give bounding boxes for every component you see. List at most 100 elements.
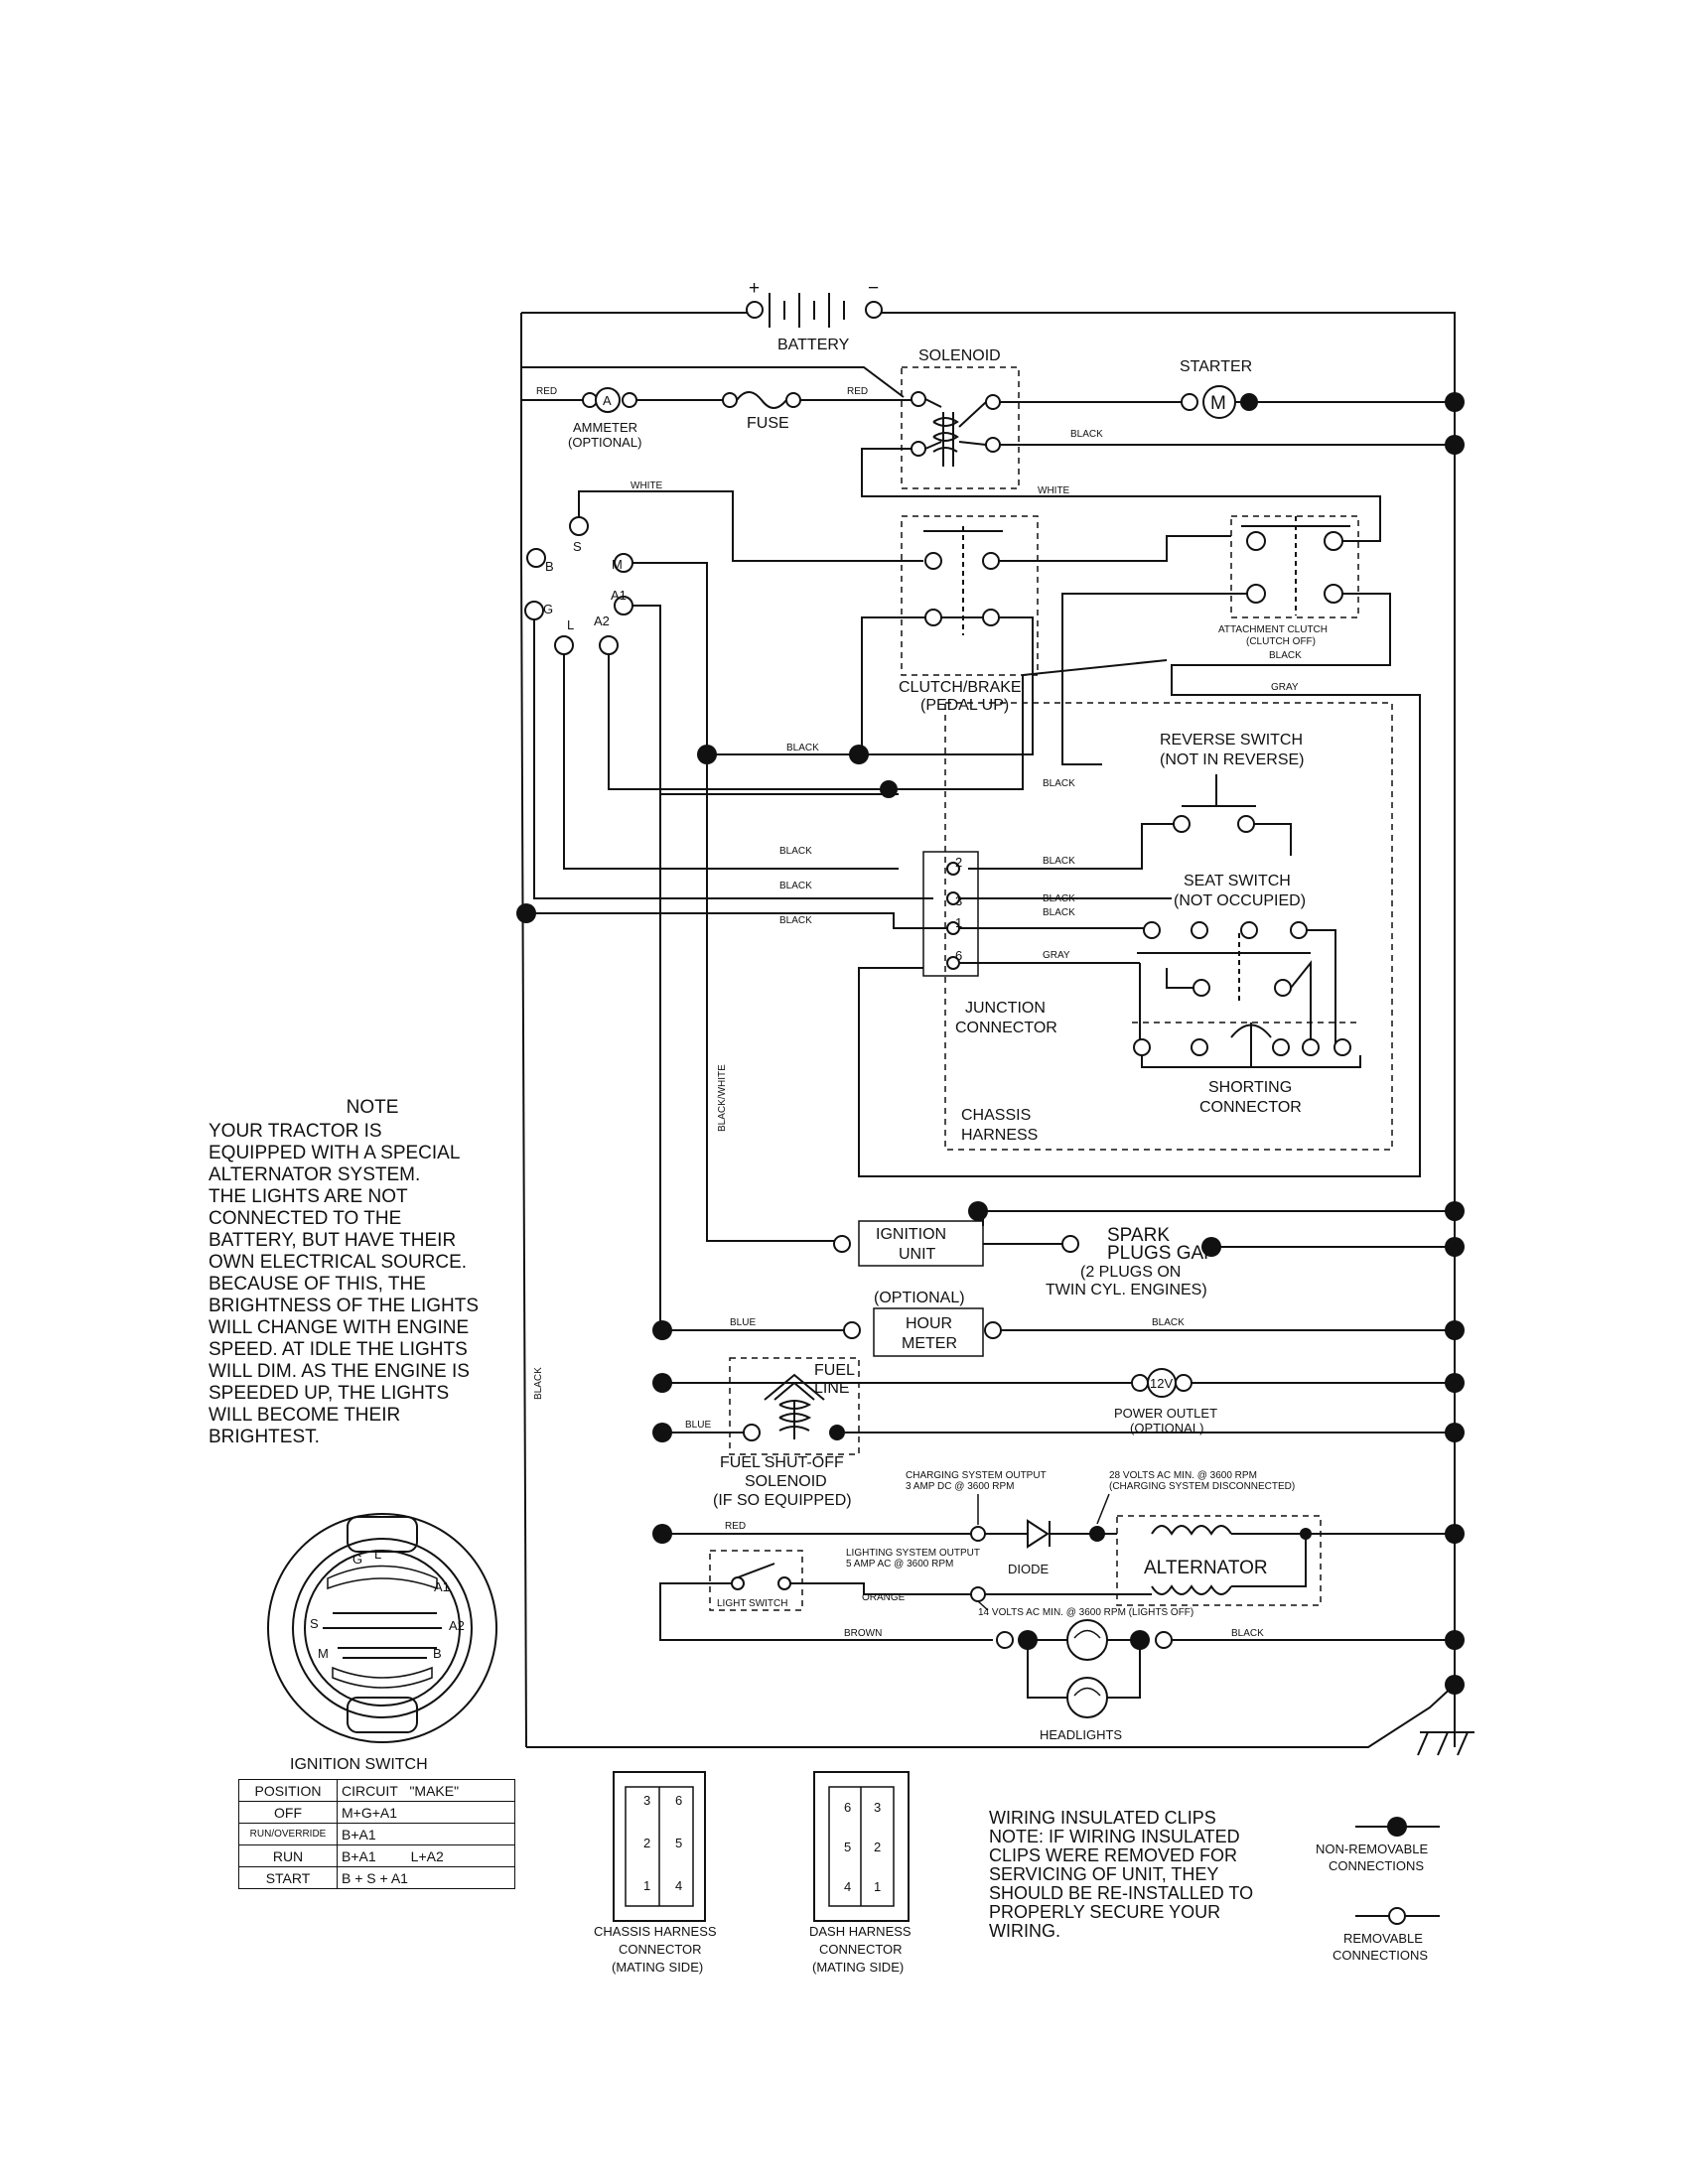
alternator-note: NOTE YOUR TRACTOR IS EQUIPPED WITH A SPE… xyxy=(209,1097,526,1448)
note-line: BECAUSE OF THIS, THE xyxy=(209,1274,426,1295)
starter: M STARTER BLACK xyxy=(1000,358,1465,455)
hour-meter: (OPTIONAL) HOUR METER BLUE BLACK xyxy=(652,1290,1465,1357)
dash-connector-label-2: CONNECTOR xyxy=(819,1942,903,1957)
note-line: SPEEDED UP, THE LIGHTS xyxy=(209,1383,450,1404)
ign-drawing-a1: A1 xyxy=(434,1579,450,1594)
light-switch: LIGHT SWITCH ORANGE BROWN xyxy=(659,1550,993,1641)
header-circuit-text: CIRCUIT xyxy=(342,1782,398,1799)
wire-black-j3: BLACK xyxy=(1043,893,1075,904)
clips-line: WIRING. xyxy=(989,1921,1060,1941)
chassis-pin-2: 2 xyxy=(643,1836,650,1850)
row-circuit: B + S + A1 xyxy=(337,1866,515,1889)
chassis-connector-label-1: CHASSIS HARNESS xyxy=(594,1924,717,1939)
ign-drawing-a2: A2 xyxy=(449,1618,465,1633)
note-line: THE LIGHTS ARE NOT xyxy=(209,1186,408,1207)
dash-connector-label-3: (MATING SIDE) xyxy=(812,1960,904,1975)
terminal-g: G xyxy=(543,602,553,616)
table-row: OFF M+G+A1 xyxy=(238,1801,515,1824)
volts-14: 14 VOLTS AC MIN. @ 3600 RPM (LIGHTS OFF) xyxy=(978,1607,1193,1618)
headlights-label: HEADLIGHTS xyxy=(1040,1727,1122,1742)
spark-plugs-label-4: TWIN CYL. ENGINES) xyxy=(1046,1282,1207,1298)
wire-black-reverse: BLACK xyxy=(1043,778,1075,789)
row-circuit-text: B+A1 xyxy=(342,1847,376,1864)
wire-black-a: BLACK xyxy=(779,846,812,857)
connection-legend: NON-REMOVABLE CONNECTIONS REMOVABLE CONN… xyxy=(1316,1817,1440,1963)
wire-red-charging: RED xyxy=(725,1521,746,1532)
wire-white-top: WHITE xyxy=(1038,485,1070,496)
ammeter-fuse-line: A RED RED AMMETER (OPTIONAL) FUSE WHITE xyxy=(521,386,1381,516)
clutch-brake-sub: (PEDAL UP) xyxy=(920,697,1009,714)
wire-blue-hour: BLUE xyxy=(730,1317,756,1328)
row-position: RUN xyxy=(238,1844,338,1867)
note-line: WILL CHANGE WITH ENGINE xyxy=(209,1317,470,1338)
wire-brown: BROWN xyxy=(844,1628,882,1639)
junction-pin-1: 1 xyxy=(955,915,962,930)
wire-black-j1: BLACK xyxy=(1043,907,1075,918)
clips-line: SHOULD BE RE-INSTALLED TO xyxy=(989,1883,1254,1903)
shorting-label-2: CONNECTOR xyxy=(1199,1099,1302,1116)
header-position: POSITION xyxy=(238,1779,338,1802)
wire-gray-attachment: GRAY xyxy=(1271,682,1299,693)
junction-label-2: CONNECTOR xyxy=(955,1020,1057,1036)
wire-black-c: BLACK xyxy=(779,915,812,926)
seat-switch-sub: (NOT OCCUPIED) xyxy=(1174,892,1306,909)
wire-black-hour: BLACK xyxy=(1152,1317,1185,1328)
chassis-pin-6: 6 xyxy=(675,1793,682,1808)
header-make-text: "MAKE" xyxy=(409,1782,460,1799)
volts-28-2: (CHARGING SYSTEM DISCONNECTED) xyxy=(1109,1481,1295,1492)
fuel-line-label-2: LINE xyxy=(814,1380,850,1397)
battery: + − BATTERY xyxy=(520,278,1456,1747)
legend-nonremovable-2: CONNECTIONS xyxy=(1329,1858,1424,1873)
ignition-circuit-table: POSITION CIRCUIT "MAKE" OFF M+G+A1 RUN/O… xyxy=(238,1779,515,1889)
clips-line: NOTE: IF WIRING INSULATED xyxy=(989,1827,1240,1846)
wire-blue-fuel: BLUE xyxy=(685,1420,711,1431)
black-wire-crossings: BLACK BLACK BLACK BLACK/WHITE BLACK xyxy=(516,754,947,1400)
wiring-clips-note: WIRING INSULATED CLIPS NOTE: IF WIRING I… xyxy=(989,1809,1307,1941)
chassis-connector-diagram: 3 6 2 5 1 4 CHASSIS HARNESS CONNECTOR (M… xyxy=(594,1771,717,1975)
row-circuit: B+A1 xyxy=(337,1823,515,1845)
ignition-switch-drawing: G L A1 A2 S M B IGNITION SWITCH xyxy=(267,1513,497,1773)
ign-drawing-l: L xyxy=(374,1547,381,1562)
chassis-connector-label-3: (MATING SIDE) xyxy=(612,1960,703,1975)
clips-line: PROPERLY SECURE YOUR xyxy=(989,1902,1221,1922)
hour-meter-label-2: METER xyxy=(902,1335,957,1352)
chassis-connector-label-2: CONNECTOR xyxy=(619,1942,702,1957)
starter-label: STARTER xyxy=(1180,358,1252,375)
shorting-label-1: SHORTING xyxy=(1208,1079,1292,1096)
clutch-brake-switch: CLUTCH/BRAKE (PEDAL UP) BLACK xyxy=(697,515,1231,764)
reverse-switch-sub: (NOT IN REVERSE) xyxy=(1160,751,1305,768)
note-line: WILL DIM. AS THE ENGINE IS xyxy=(209,1361,470,1382)
ign-drawing-m: M xyxy=(318,1646,329,1661)
headlights: BLACK HEADLIGHTS xyxy=(526,1619,1474,1756)
dash-pin-2: 2 xyxy=(874,1840,881,1854)
chassis-harness-label-2: HARNESS xyxy=(961,1127,1038,1144)
fuel-line-label-1: FUEL xyxy=(814,1362,855,1379)
battery-label: BATTERY xyxy=(777,337,850,353)
attachment-clutch-sub: (CLUTCH OFF) xyxy=(1246,636,1316,647)
solenoid-label: SOLENOID xyxy=(918,347,1001,364)
wire-black-j2: BLACK xyxy=(1043,856,1075,867)
spark-plugs-label-3: (2 PLUGS ON xyxy=(1080,1264,1181,1281)
legend-removable-2: CONNECTIONS xyxy=(1333,1948,1428,1963)
row-circuit: M+G+A1 xyxy=(337,1801,515,1824)
legend-nonremovable-1: NON-REMOVABLE xyxy=(1316,1842,1428,1856)
battery-minus: − xyxy=(868,278,879,299)
fuel-shutoff-solenoid: 12V POWER OUTLET (OPTIONAL) FUEL LINE BL… xyxy=(652,1357,1465,1509)
note-title: NOTE xyxy=(346,1097,399,1118)
hour-meter-optional: (OPTIONAL) xyxy=(874,1290,965,1306)
fuel-solenoid-label-2: SOLENOID xyxy=(745,1473,827,1490)
dash-pin-1: 1 xyxy=(874,1879,881,1894)
spark-plugs-label-2: PLUGS GAP xyxy=(1107,1243,1216,1264)
wire-gray-j6: GRAY xyxy=(1043,950,1070,961)
starter-symbol: M xyxy=(1210,393,1226,414)
note-line: ALTERNATOR SYSTEM. xyxy=(209,1164,421,1185)
ignition-unit: IGNITION UNIT SPARK PLUGS GAP (2 PLUGS O… xyxy=(833,1201,1465,1298)
power-outlet-label: POWER OUTLET xyxy=(1114,1406,1217,1421)
table-row: RUN/OVERRIDE B+A1 xyxy=(238,1823,515,1845)
spark-plugs-label-1: SPARK xyxy=(1107,1225,1170,1246)
lighting-output-1: LIGHTING SYSTEM OUTPUT xyxy=(846,1548,980,1559)
terminal-a2: A2 xyxy=(594,614,610,628)
volts-28-1: 28 VOLTS AC MIN. @ 3600 RPM xyxy=(1109,1470,1257,1481)
ammeter-symbol: A xyxy=(603,393,612,408)
